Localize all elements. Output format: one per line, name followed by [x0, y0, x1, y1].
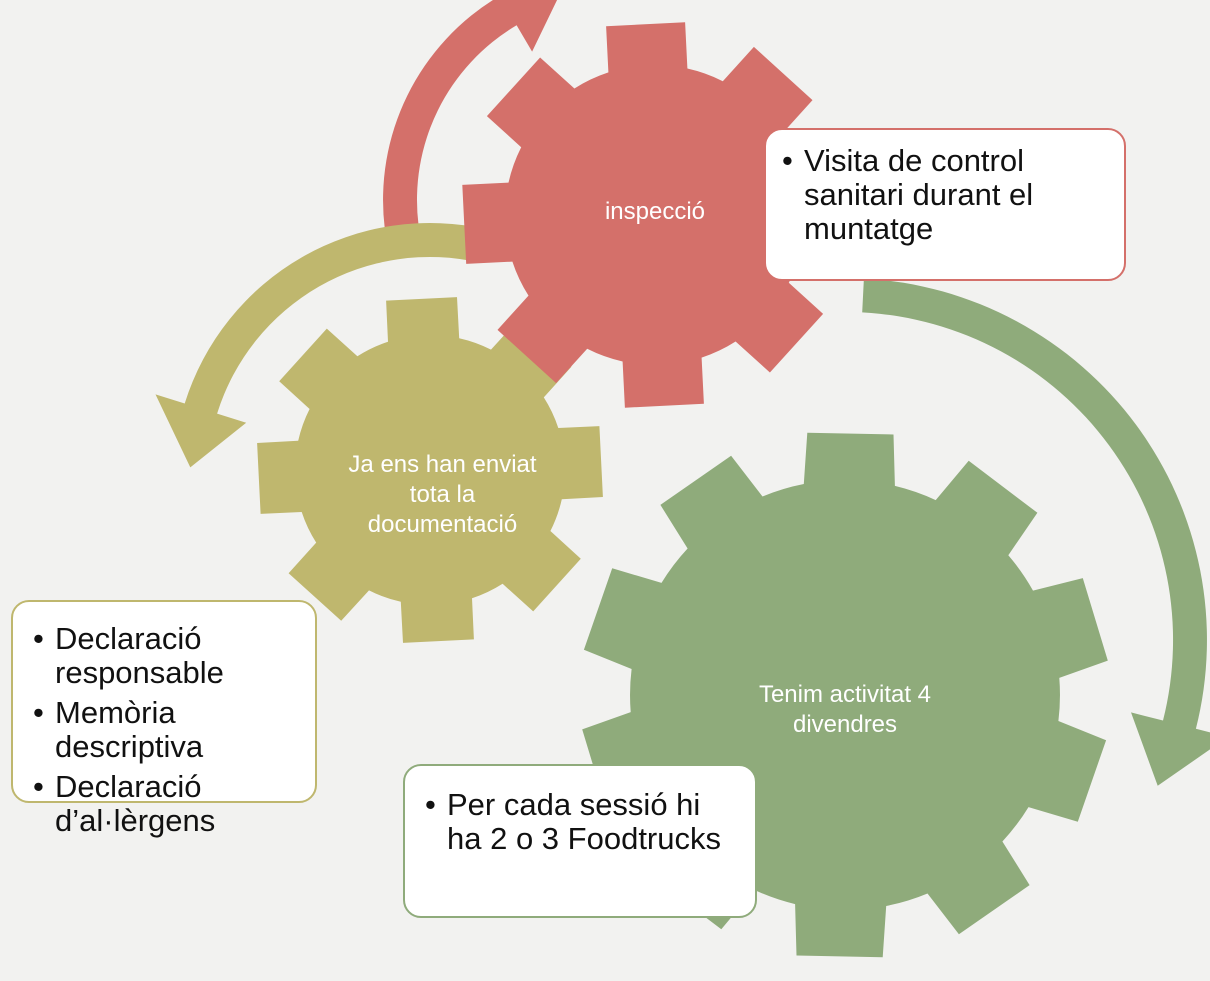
arrow-red-cycle: [383, 0, 558, 229]
gear-label-documentation: Ja ens han enviat tota la documentació: [348, 451, 537, 538]
gear-label-inspection: inspecció: [604, 198, 706, 225]
callout-documentation-item: Memòria descriptiva: [33, 696, 299, 764]
arrow-green-cycle: [862, 278, 1210, 786]
callout-documentation-item: Declaració d’al·lèrgens: [33, 770, 299, 838]
callout-activity: Per cada sessió hi ha 2 o 3 Foodtrucks: [403, 764, 757, 918]
callout-activity-item: Per cada sessió hi ha 2 o 3 Foodtrucks: [425, 788, 739, 856]
callout-inspection-item: Visita de control sanitari durant el mun…: [782, 144, 1108, 246]
callout-documentation: Declaració responsable Memòria descripti…: [11, 600, 317, 838]
callout-inspection: Visita de control sanitari durant el mun…: [764, 128, 1126, 281]
gear-inspection: [462, 22, 848, 408]
gear-documentation: [257, 297, 603, 643]
gear-label-activity: Tenim activitat 4 divendres: [758, 681, 932, 738]
callout-documentation-item: Declaració responsable: [33, 622, 299, 690]
arrow-olive-cycle: [155, 223, 488, 468]
